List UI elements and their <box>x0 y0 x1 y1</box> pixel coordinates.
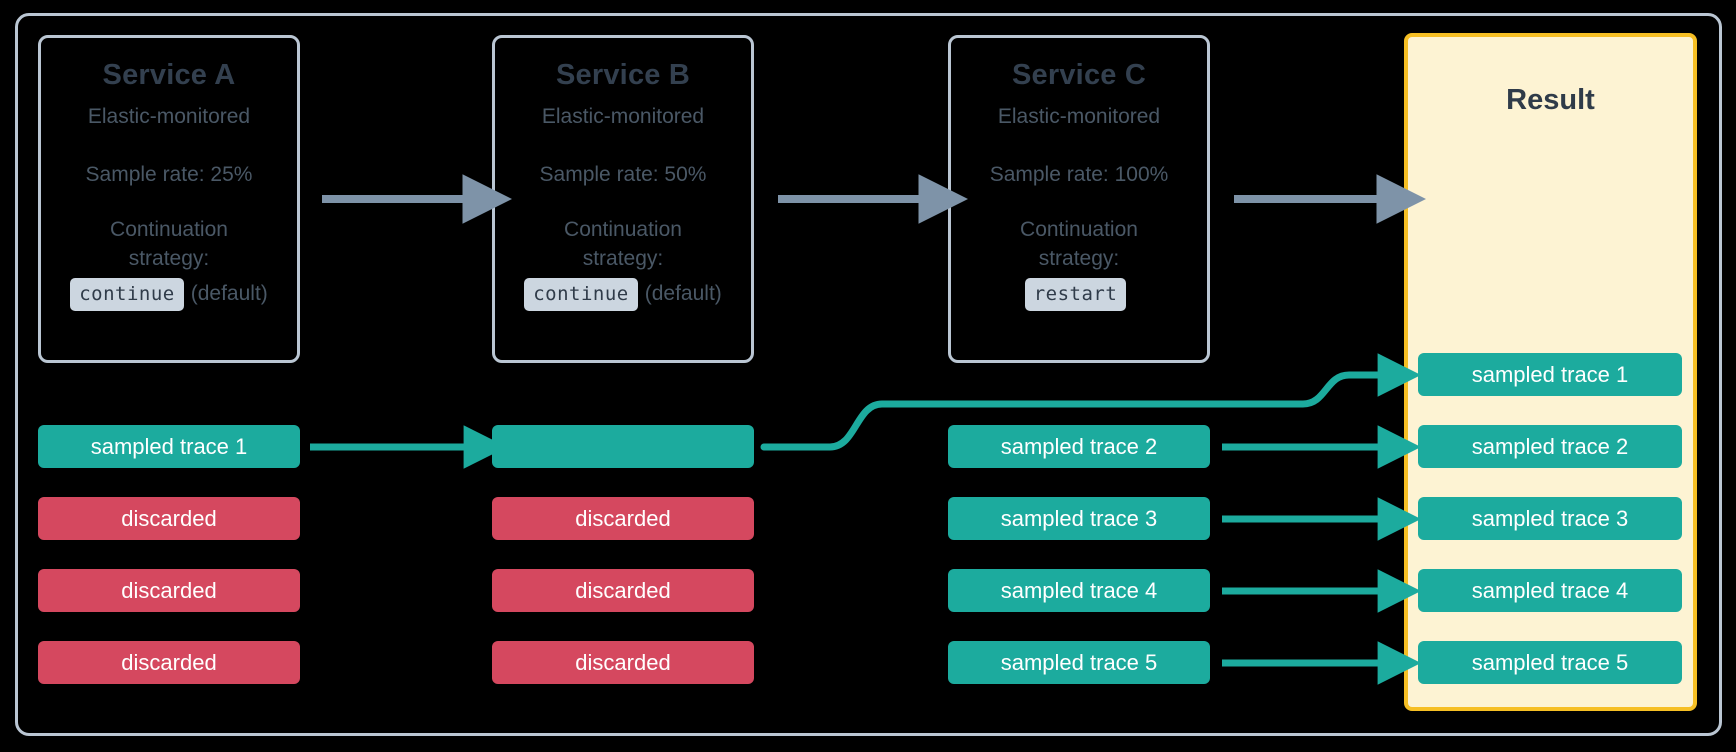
trace-pill-b-1 <box>492 425 754 468</box>
service-c-strategy-label: Continuation strategy: <box>965 216 1193 274</box>
service-c-strategy-value: restart <box>1024 278 1127 312</box>
service-b-subtitle: Elastic-monitored <box>541 105 705 129</box>
service-b-strategy-label-line1: Continuation <box>564 218 682 242</box>
service-a-title: Service A <box>102 59 236 91</box>
service-b-strategy-line: continue(default) <box>509 278 737 312</box>
service-c-strategy-label-line1: Continuation <box>1020 218 1138 242</box>
result-title: Result <box>1506 84 1595 116</box>
diagram-outer-frame <box>15 13 1722 736</box>
service-a-subtitle: Elastic-monitored <box>87 105 251 129</box>
service-a-strategy-suffix: (default) <box>190 282 268 306</box>
service-c-subtitle: Elastic-monitored <box>997 105 1161 129</box>
service-a-strategy-label: Continuation strategy: <box>55 216 283 274</box>
trace-pill-a-3: discarded <box>38 569 300 612</box>
result-trace-pill-2: sampled trace 2 <box>1418 425 1682 468</box>
service-box-c: Service C Elastic-monitored Sample rate:… <box>948 35 1210 363</box>
trace-pill-b-3: discarded <box>492 569 754 612</box>
service-c-sample-rate: Sample rate: 100% <box>989 162 1169 186</box>
trace-pill-c-2: sampled trace 3 <box>948 497 1210 540</box>
result-trace-pill-5: sampled trace 5 <box>1418 641 1682 684</box>
service-c-strategy-label-line2: strategy: <box>1038 247 1120 271</box>
service-b-title: Service B <box>556 59 690 91</box>
service-box-b: Service B Elastic-monitored Sample rate:… <box>492 35 754 363</box>
service-a-strategy-label-line2: strategy: <box>128 247 210 271</box>
service-b-strategy-value: continue <box>524 278 638 312</box>
service-b-strategy-suffix: (default) <box>644 282 722 306</box>
result-trace-pill-1: sampled trace 1 <box>1418 353 1682 396</box>
service-c-strategy-line: restart <box>965 278 1193 312</box>
trace-pill-a-2: discarded <box>38 497 300 540</box>
service-box-a: Service A Elastic-monitored Sample rate:… <box>38 35 300 363</box>
service-a-strategy-value: continue <box>70 278 184 312</box>
service-a-strategy-line: continue(default) <box>55 278 283 312</box>
service-b-sample-rate: Sample rate: 50% <box>539 162 707 186</box>
service-b-strategy-label-line2: strategy: <box>582 247 664 271</box>
trace-pill-b-4: discarded <box>492 641 754 684</box>
trace-pill-a-1: sampled trace 1 <box>38 425 300 468</box>
trace-pill-c-1: sampled trace 2 <box>948 425 1210 468</box>
trace-pill-c-4: sampled trace 5 <box>948 641 1210 684</box>
trace-pill-c-3: sampled trace 4 <box>948 569 1210 612</box>
service-a-strategy-label-line1: Continuation <box>110 218 228 242</box>
result-trace-pill-3: sampled trace 3 <box>1418 497 1682 540</box>
service-a-sample-rate: Sample rate: 25% <box>85 162 253 186</box>
trace-pill-b-2: discarded <box>492 497 754 540</box>
result-trace-pill-4: sampled trace 4 <box>1418 569 1682 612</box>
service-b-strategy-label: Continuation strategy: <box>509 216 737 274</box>
trace-pill-a-4: discarded <box>38 641 300 684</box>
service-c-title: Service C <box>1012 59 1146 91</box>
